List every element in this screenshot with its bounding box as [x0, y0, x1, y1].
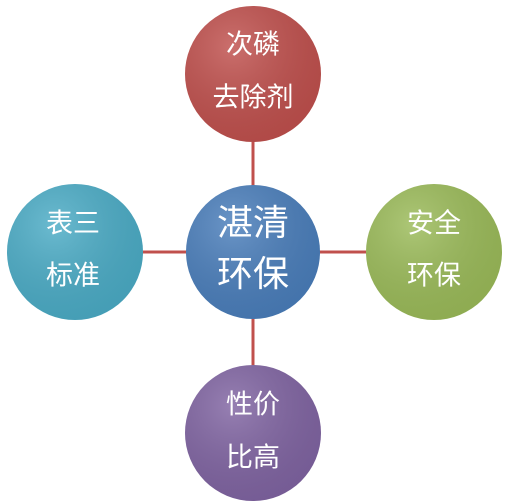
node-left-line1: 表三 [46, 209, 100, 240]
node-top-line2: 去除剂 [213, 83, 294, 114]
node-center-line1: 湛清 [217, 203, 289, 244]
node-top-line1: 次磷 [226, 30, 280, 61]
node-right: 安全 环保 [366, 184, 502, 320]
node-bottom-line2: 比高 [226, 443, 280, 474]
node-center-line2: 环保 [217, 254, 289, 295]
node-left: 表三 标准 [7, 184, 143, 320]
node-bottom: 性价 比高 [185, 365, 321, 501]
node-center: 湛清 环保 [186, 185, 320, 319]
node-top: 次磷 去除剂 [185, 6, 321, 142]
node-right-line1: 安全 [407, 209, 461, 240]
node-right-line2: 环保 [407, 261, 461, 292]
node-left-line2: 标准 [46, 261, 100, 292]
node-bottom-line1: 性价 [226, 390, 280, 421]
